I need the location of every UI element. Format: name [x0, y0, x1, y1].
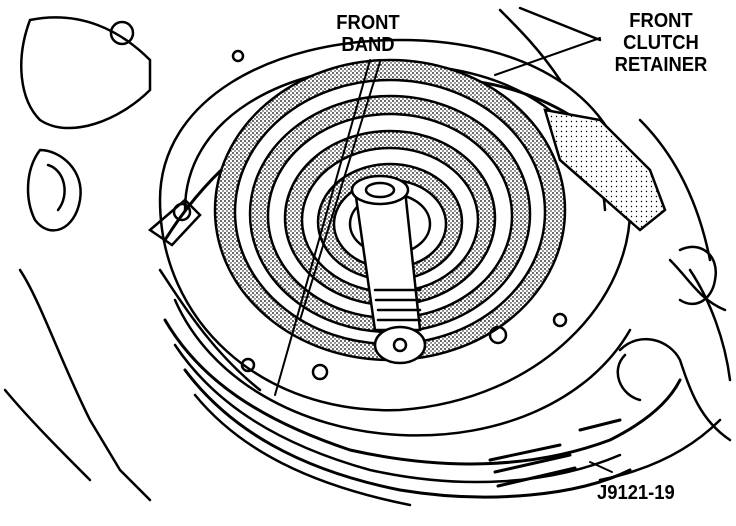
front-band-label-line-2: BAND — [341, 34, 395, 56]
front-clutch-retainer-label: FRONT CLUTCH RETAINER — [601, 10, 721, 76]
leader-lines — [274, 37, 613, 473]
technician-hands — [616, 245, 732, 442]
front-band-label-line-1: FRONT — [336, 12, 400, 34]
transmission-case — [3, 6, 732, 502]
input-shaft — [350, 174, 427, 365]
front-clutch-retainer-label-line-2: CLUTCH — [623, 32, 699, 54]
front-clutch-retainer-label-line-3: RETAINER — [614, 54, 708, 76]
figure-code: J9121-19 — [597, 482, 675, 504]
front-clutch-retainer-label-line-1: FRONT — [629, 10, 693, 32]
band-slots — [488, 418, 622, 488]
front-band-label: FRONT BAND — [322, 12, 414, 56]
bolt-holes — [231, 49, 568, 381]
